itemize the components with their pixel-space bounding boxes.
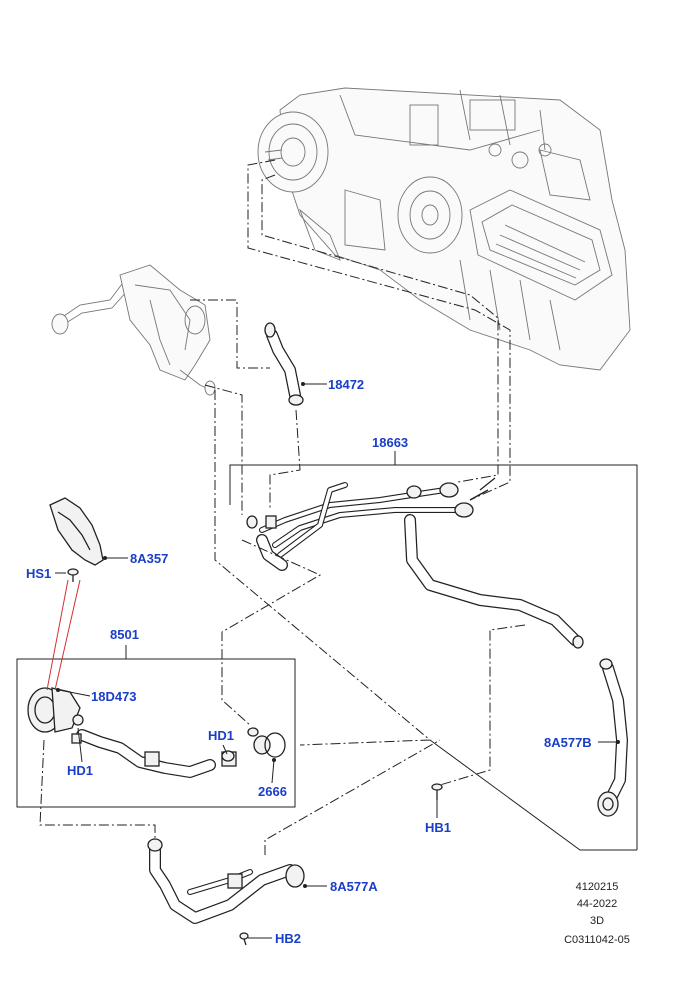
coolant-pump-18D473 <box>27 687 84 733</box>
bolt-HB1 <box>431 783 443 800</box>
callout-labels: 18472 18663 8A357 HS1 8501 18D473 HD1 HD… <box>26 377 592 946</box>
bolt-HB2 <box>239 932 249 946</box>
callout-8501: 8501 <box>110 627 139 642</box>
hose-clips-HD1 <box>71 733 235 762</box>
hose-2666-assembly <box>76 727 286 778</box>
connection-lines <box>39 159 526 855</box>
callout-HB2: HB2 <box>275 931 301 946</box>
heat-shield-8A357 <box>49 497 107 566</box>
reference-block: 4120215 44-2022 3D C0311042-05 <box>564 881 630 946</box>
callout-18472: 18472 <box>328 377 364 392</box>
callout-8A577B: 8A577B <box>544 735 592 750</box>
callout-HD1-left: HD1 <box>67 763 93 778</box>
hose-18472 <box>264 322 305 406</box>
callout-18663: 18663 <box>372 435 408 450</box>
leader-lines <box>46 383 618 939</box>
callout-8A577A: 8A577A <box>330 879 378 894</box>
upper-valve-assembly-illustration <box>51 264 216 396</box>
callout-18D473: 18D473 <box>91 689 137 704</box>
reference-illustration-id: C0311042-05 <box>564 934 630 946</box>
pipe-assembly-18663 <box>246 477 584 649</box>
callout-HS1: HS1 <box>26 566 51 581</box>
hose-8A577A <box>147 838 307 924</box>
screw-HS1 <box>67 568 79 582</box>
callout-HD1-right: HD1 <box>208 728 234 743</box>
reference-view: 3D <box>590 915 604 927</box>
reference-code: 4120215 <box>576 881 619 893</box>
callout-8A357: 8A357 <box>130 551 168 566</box>
callout-HB1: HB1 <box>425 820 451 835</box>
reference-date: 44-2022 <box>577 898 617 910</box>
group-bracket-18663 <box>229 451 638 851</box>
hose-8A577B <box>597 658 628 817</box>
group-box-8501 <box>16 645 296 808</box>
hvac-housing-illustration <box>257 87 631 371</box>
callout-2666: 2666 <box>258 784 287 799</box>
